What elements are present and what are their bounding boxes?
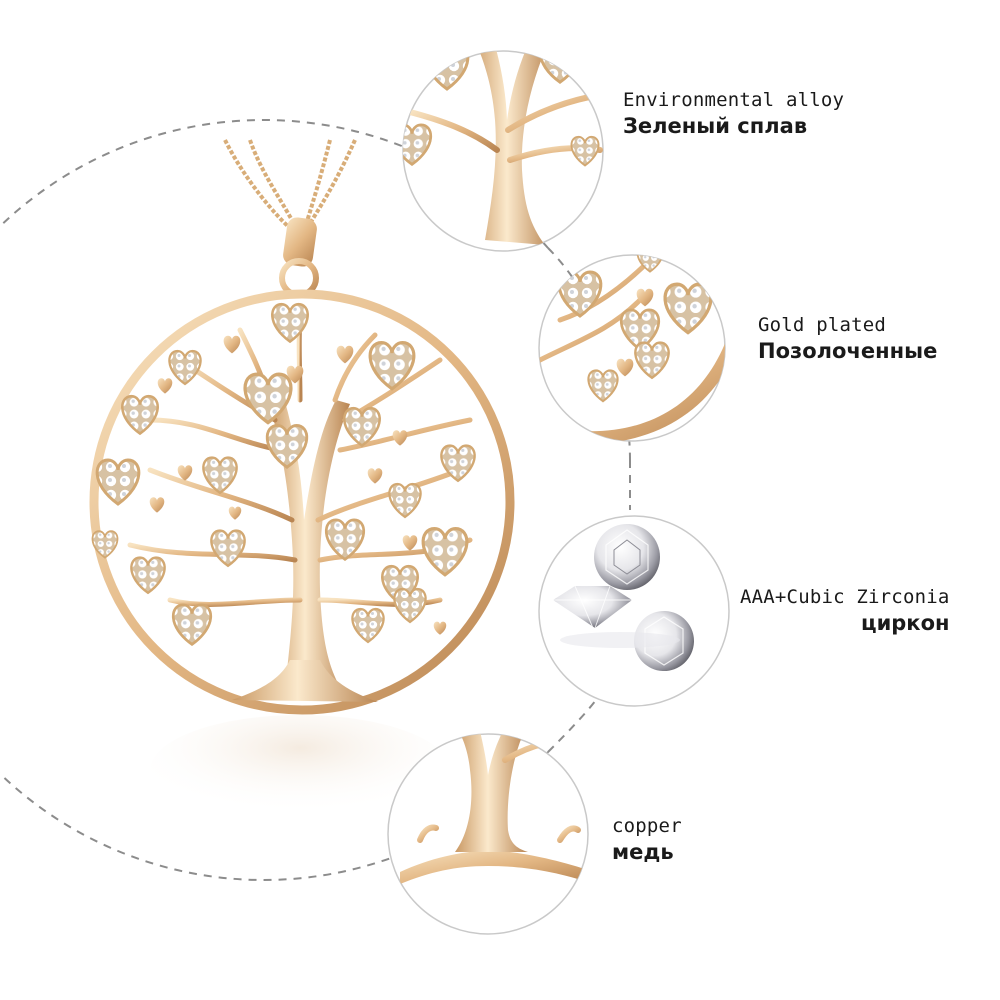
feature-label-en: AAA+Cubic Zirconia [740, 586, 950, 608]
necklace-chain [223, 139, 357, 232]
feature-label-alloy: Environmental alloy Зеленый сплав [623, 89, 845, 138]
feature-label-copper: copper медь [612, 815, 682, 864]
feature-label-en: Environmental alloy [623, 89, 845, 111]
gem-round-top [594, 524, 660, 590]
detail-circle-gold-plated [538, 254, 726, 442]
gem-side-left [553, 585, 632, 629]
feature-label-gold-plated: Gold plated Позолоченные [758, 314, 938, 363]
tree-of-life-pendant [89, 289, 515, 825]
feature-label-ru: Позолоченные [758, 338, 938, 363]
detail-circle-zirconia [538, 515, 730, 707]
feature-label-en: Gold plated [758, 314, 887, 336]
feature-label-en: copper [612, 815, 682, 837]
detail-circle-alloy [402, 50, 604, 252]
feature-label-ru: Зеленый сплав [623, 113, 808, 138]
feature-label-zirconia: AAA+Cubic Zirconia циркон [740, 586, 950, 635]
feature-label-ru: циркон [861, 610, 950, 635]
pendant-bail [279, 217, 319, 298]
feature-label-ru: медь [612, 839, 674, 864]
